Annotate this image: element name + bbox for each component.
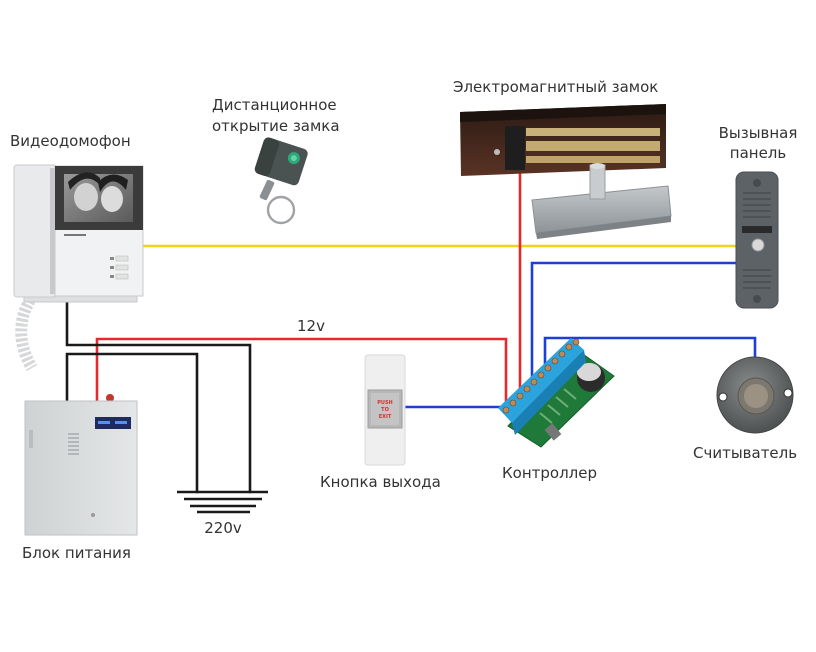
reader-icon (716, 356, 794, 434)
wire-12v-supply (95, 337, 508, 404)
label-remote-line2: открытие замка (212, 117, 340, 135)
exit-button-icon: PUSH TO EXIT (364, 354, 406, 466)
videophone-icon (13, 164, 144, 372)
call-panel-icon (735, 171, 779, 309)
label-12v: 12v (297, 317, 325, 335)
ground-symbol-icon (177, 490, 268, 514)
label-remote-line1: Дистанционное (212, 96, 337, 114)
label-call-panel-line2: панель (730, 144, 786, 162)
wire-mains-power-supply (65, 352, 199, 494)
label-videophone: Видеодомофон (10, 132, 131, 150)
wires (65, 170, 757, 494)
label-controller: Контроллер (502, 464, 597, 482)
wire-reader-data (543, 336, 757, 384)
exit-caption-line3: EXIT (379, 414, 392, 420)
label-maglock: Электромагнитный замок (453, 78, 658, 96)
controller-board-icon (498, 338, 615, 448)
exit-caption-line2: TO (381, 407, 389, 413)
label-exit-button: Кнопка выхода (320, 473, 441, 491)
wire-call-panel-data (530, 261, 739, 394)
power-supply-icon (24, 394, 138, 536)
label-power-supply: Блок питания (22, 544, 131, 562)
electromagnetic-lock-icon (460, 104, 672, 239)
label-reader: Считыватель (693, 444, 797, 462)
keyfob-remote-icon (254, 137, 308, 225)
label-220v: 220v (204, 519, 242, 537)
wire-mains-videophone (65, 298, 252, 494)
exit-caption-line1: PUSH (377, 400, 393, 406)
label-call-panel-line1: Вызывная (719, 124, 798, 142)
